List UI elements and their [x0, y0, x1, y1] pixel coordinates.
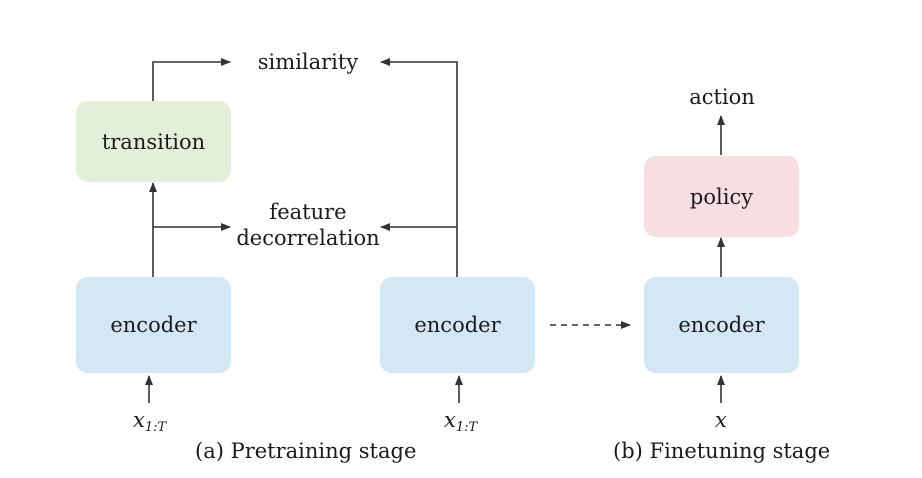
- input-right-base: x: [444, 408, 456, 432]
- arrow-transition-to-similarity: [152, 58, 231, 101]
- action-label: action: [689, 85, 755, 109]
- policy-box: policy: [644, 156, 799, 237]
- encoder-box-left: encoder: [76, 277, 231, 373]
- input-left-base: x: [133, 408, 145, 432]
- policy-label: policy: [689, 184, 754, 209]
- pretraining-caption: (a) Pretraining stage: [195, 439, 417, 463]
- transition-box: transition: [76, 101, 231, 182]
- encoder-label-left: encoder: [110, 313, 197, 337]
- arrow-right-encoder-to-similarity: [380, 58, 458, 277]
- input-left-subscript: 1:T: [144, 420, 167, 435]
- feature-decorrelation-label: feature decorrelation: [228, 199, 388, 251]
- similarity-text: similarity: [257, 50, 359, 74]
- input-left: x1:T: [133, 408, 166, 435]
- input-right-subscript: 1:T: [455, 420, 478, 435]
- encoder-label-right: encoder: [414, 313, 501, 337]
- encoder-label-finetune: encoder: [678, 313, 765, 337]
- decorrelation-text: decorrelation: [236, 226, 380, 250]
- feature-text: feature: [269, 200, 347, 224]
- finetuning-caption: (b) Finetuning stage: [613, 439, 831, 463]
- input-finetune: x: [715, 408, 727, 432]
- encoder-box-finetune: encoder: [644, 277, 799, 373]
- encoder-box-right: encoder: [380, 277, 535, 373]
- input-right: x1:T: [444, 408, 477, 435]
- similarity-label: similarity: [240, 49, 376, 75]
- transition-label: transition: [101, 129, 206, 154]
